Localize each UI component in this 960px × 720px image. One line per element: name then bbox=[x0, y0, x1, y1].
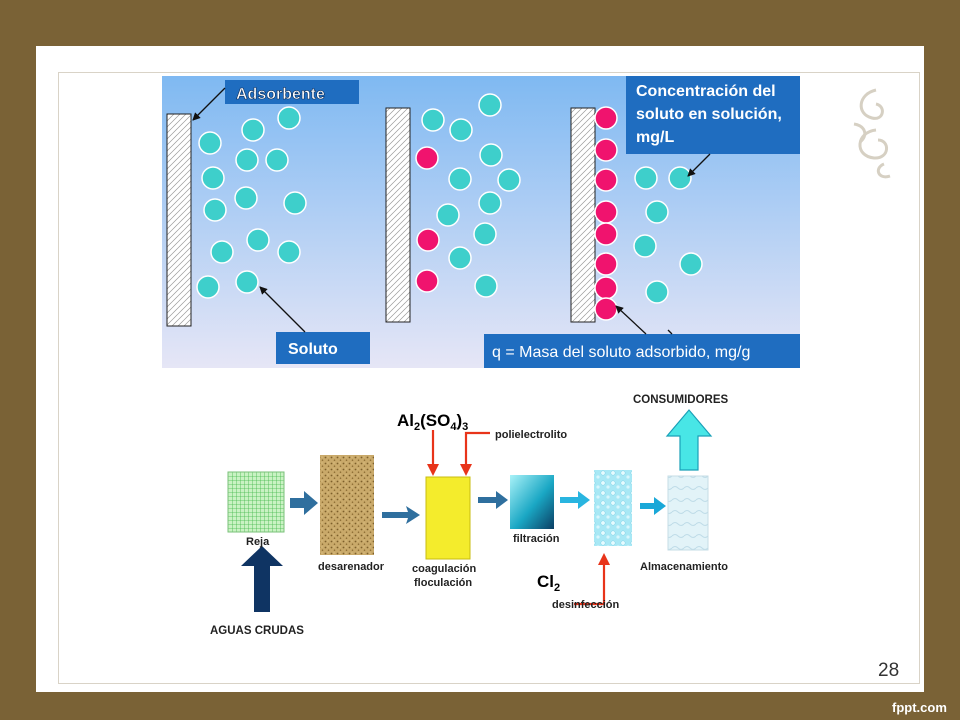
molecules-group bbox=[196, 93, 703, 321]
solute-molecule bbox=[448, 246, 472, 270]
solute-label-box bbox=[276, 332, 370, 364]
filtration-box bbox=[510, 475, 554, 529]
solute-molecule bbox=[473, 222, 497, 246]
coagulation-label-line-2: floculación bbox=[414, 577, 472, 589]
solute-molecule bbox=[497, 168, 521, 192]
disinfection-box bbox=[594, 470, 632, 546]
consumers-arrow bbox=[665, 409, 713, 471]
adsorbent-pointer-arrow bbox=[192, 87, 226, 121]
polyelectrolyte-label: polielectrolito bbox=[495, 429, 567, 441]
chlorine-arrowhead bbox=[598, 553, 610, 565]
adsorbed-molecule bbox=[594, 168, 618, 192]
grate-box bbox=[227, 471, 285, 533]
concentration-label-line-1: Concentración del bbox=[636, 83, 776, 100]
solute-molecule bbox=[246, 228, 270, 252]
adsorbent-wall-1 bbox=[166, 113, 192, 327]
raw-water-label: AGUAS CRUDAS bbox=[210, 625, 304, 637]
consumers-label: CONSUMIDORES bbox=[633, 394, 729, 406]
coagulation-box bbox=[425, 476, 471, 560]
q-label-box bbox=[484, 334, 800, 368]
solute-molecule bbox=[201, 166, 225, 190]
solute-molecule bbox=[198, 131, 222, 155]
q-pointer-tick bbox=[667, 329, 673, 335]
alum-arrowhead bbox=[427, 464, 439, 476]
solute-molecule bbox=[478, 191, 502, 215]
polyelectrolyte-arrowhead bbox=[460, 464, 472, 476]
disinfection-label: desinfección bbox=[552, 599, 620, 611]
solute-molecule bbox=[668, 166, 692, 190]
adsorbed-molecule bbox=[416, 228, 440, 252]
solute-molecule bbox=[235, 270, 259, 294]
sand-trap-box bbox=[320, 455, 374, 555]
adsorbed-molecule bbox=[594, 106, 618, 130]
solute-molecule bbox=[479, 143, 503, 167]
alum-formula: Al2(SO4)3 bbox=[397, 411, 468, 433]
grate-label: Reja bbox=[246, 536, 270, 548]
solute-molecule bbox=[633, 234, 657, 258]
solute-molecule bbox=[210, 240, 234, 264]
adsorbed-molecule bbox=[594, 252, 618, 276]
q-label: q = Masa del soluto adsorbido, mg/g bbox=[492, 344, 750, 361]
flow-arrow-4 bbox=[560, 491, 590, 509]
adsorbent-label-box bbox=[225, 80, 359, 104]
adsorbed-molecule bbox=[594, 276, 618, 300]
solute-molecule bbox=[449, 118, 473, 142]
solute-molecule bbox=[474, 274, 498, 298]
flow-arrow-3 bbox=[478, 491, 508, 509]
solute-molecule bbox=[421, 108, 445, 132]
adsorbed-molecule bbox=[415, 269, 439, 293]
solute-molecule bbox=[241, 118, 265, 142]
adsorbed-molecule bbox=[415, 146, 439, 170]
solute-molecule bbox=[196, 275, 220, 299]
coagulation-label-line-1: coagulación bbox=[412, 563, 476, 575]
storage-box bbox=[667, 475, 709, 551]
solute-molecule bbox=[645, 200, 669, 224]
solute-molecule bbox=[277, 106, 301, 130]
solute-pointer-arrow bbox=[259, 286, 306, 333]
adsorbed-molecule bbox=[594, 138, 618, 162]
corner-ornament-icon bbox=[853, 88, 891, 179]
chlorine-formula: Cl2 bbox=[537, 572, 560, 594]
adsorbent-label: Adsorbente bbox=[236, 86, 325, 103]
q-pointer-arrow bbox=[615, 305, 647, 335]
solute-molecule bbox=[478, 93, 502, 117]
solute-molecule bbox=[283, 191, 307, 215]
watermark: fppt.com bbox=[892, 700, 947, 715]
solute-molecule bbox=[634, 166, 658, 190]
storage-label: Almacenamiento bbox=[640, 561, 728, 573]
filtration-label: filtración bbox=[513, 533, 560, 545]
solute-molecule bbox=[436, 203, 460, 227]
solute-molecule bbox=[265, 148, 289, 172]
slide-inner-border bbox=[58, 72, 920, 684]
solute-label: Soluto bbox=[288, 341, 338, 358]
concentration-pointer-arrow bbox=[687, 153, 711, 177]
concentration-label-box bbox=[626, 76, 800, 154]
flow-arrow-5 bbox=[640, 497, 666, 515]
solute-molecule bbox=[277, 240, 301, 264]
adsorbent-wall-2 bbox=[385, 107, 411, 323]
raw-water-arrow bbox=[241, 546, 283, 612]
page-number: 28 bbox=[878, 660, 900, 681]
solute-molecule bbox=[203, 198, 227, 222]
solute-molecule bbox=[234, 186, 258, 210]
adsorbed-molecule bbox=[594, 200, 618, 224]
solute-molecule bbox=[679, 252, 703, 276]
adsorbent-wall-3 bbox=[570, 107, 596, 323]
solute-molecule bbox=[448, 167, 472, 191]
flow-arrow-1 bbox=[290, 491, 318, 515]
polyelectrolyte-dosing-arrow bbox=[464, 431, 490, 466]
adsorbed-molecule bbox=[594, 222, 618, 246]
flow-arrow-2 bbox=[382, 506, 420, 524]
adsorbed-molecule bbox=[594, 297, 618, 321]
flow-arrows bbox=[290, 491, 666, 524]
chlorine-dosing-arrow bbox=[574, 563, 606, 606]
concentration-label-line-2: soluto en solución, bbox=[636, 106, 782, 123]
solute-molecule bbox=[645, 280, 669, 304]
concentration-label-line-3: mg/L bbox=[636, 129, 674, 146]
solute-molecule bbox=[235, 148, 259, 172]
sand-trap-label: desarenador bbox=[318, 561, 385, 573]
